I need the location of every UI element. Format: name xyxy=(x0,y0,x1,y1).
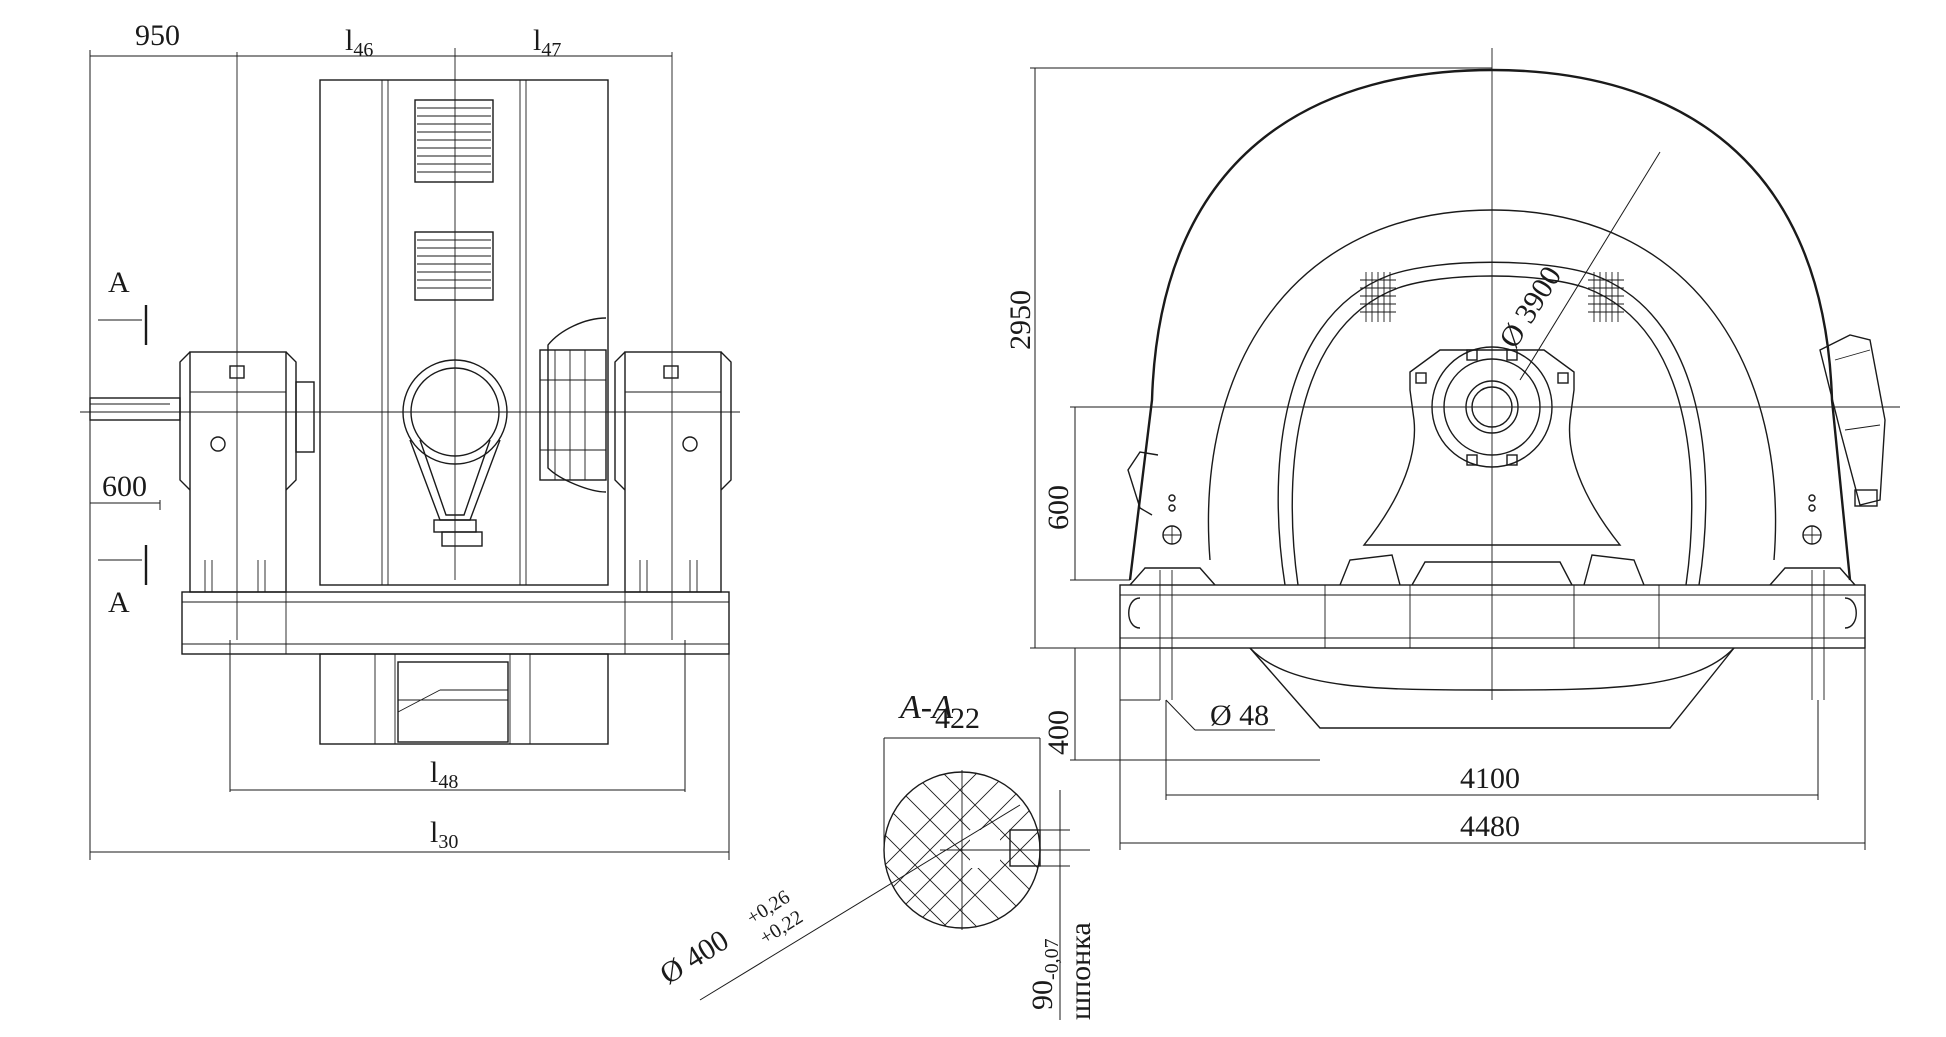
dim-600-side: 600 xyxy=(102,470,147,503)
section-mark-bottom: A xyxy=(108,586,130,619)
terminal-box xyxy=(1819,334,1886,507)
key-dim-90: 90-0,07 xyxy=(1026,938,1063,1010)
shaft-end xyxy=(89,397,181,421)
dim-l47: l47 xyxy=(533,24,561,61)
dim-l30: l30 xyxy=(430,816,458,853)
vent-grille-lower xyxy=(414,231,494,301)
mesh-grille-left xyxy=(1360,272,1396,322)
base-frame xyxy=(181,591,730,655)
earth-symbol-right xyxy=(1802,494,1822,545)
section-a-a: A-A 422 Ø 400 +0,26 +0,22 90-0,07 шпонка xyxy=(654,689,1097,1020)
dia-3900: Ø 3900 xyxy=(1493,261,1568,354)
vent-grille-upper xyxy=(414,99,494,183)
dim-2950: 2950 xyxy=(1004,290,1037,350)
front-view: 2950 600 400 Ø 3900 Ø 48 4100 4480 xyxy=(1004,48,1900,850)
side-handle xyxy=(1127,451,1159,516)
side-view: 950 l46 l47 l48 l30 600 A A xyxy=(80,19,740,860)
dim-422: 422 xyxy=(935,702,980,735)
front-base-frame xyxy=(1119,570,1866,700)
dim-l46: l46 xyxy=(345,24,373,61)
dia-400: Ø 400 xyxy=(654,924,734,991)
lower-housing xyxy=(319,653,609,745)
dim-950: 950 xyxy=(135,19,180,52)
earth-symbol-left xyxy=(1162,494,1182,545)
section-hatching xyxy=(884,772,1040,928)
dia-48: Ø 48 xyxy=(1210,699,1269,732)
bearing-pedestal-right xyxy=(614,351,732,593)
mesh-grille-right xyxy=(1588,272,1624,322)
dim-400: 400 xyxy=(1042,710,1075,755)
dim-600-front: 600 xyxy=(1042,485,1075,530)
key-label: шпонка xyxy=(1064,922,1097,1020)
dim-4480: 4480 xyxy=(1460,810,1520,843)
dim-4100: 4100 xyxy=(1460,762,1520,795)
section-mark-top: A xyxy=(108,266,130,299)
dim-l48: l48 xyxy=(430,756,458,793)
section-title: A-A xyxy=(898,689,953,726)
coupling xyxy=(539,317,607,493)
bearing-pedestal-left xyxy=(179,351,315,593)
